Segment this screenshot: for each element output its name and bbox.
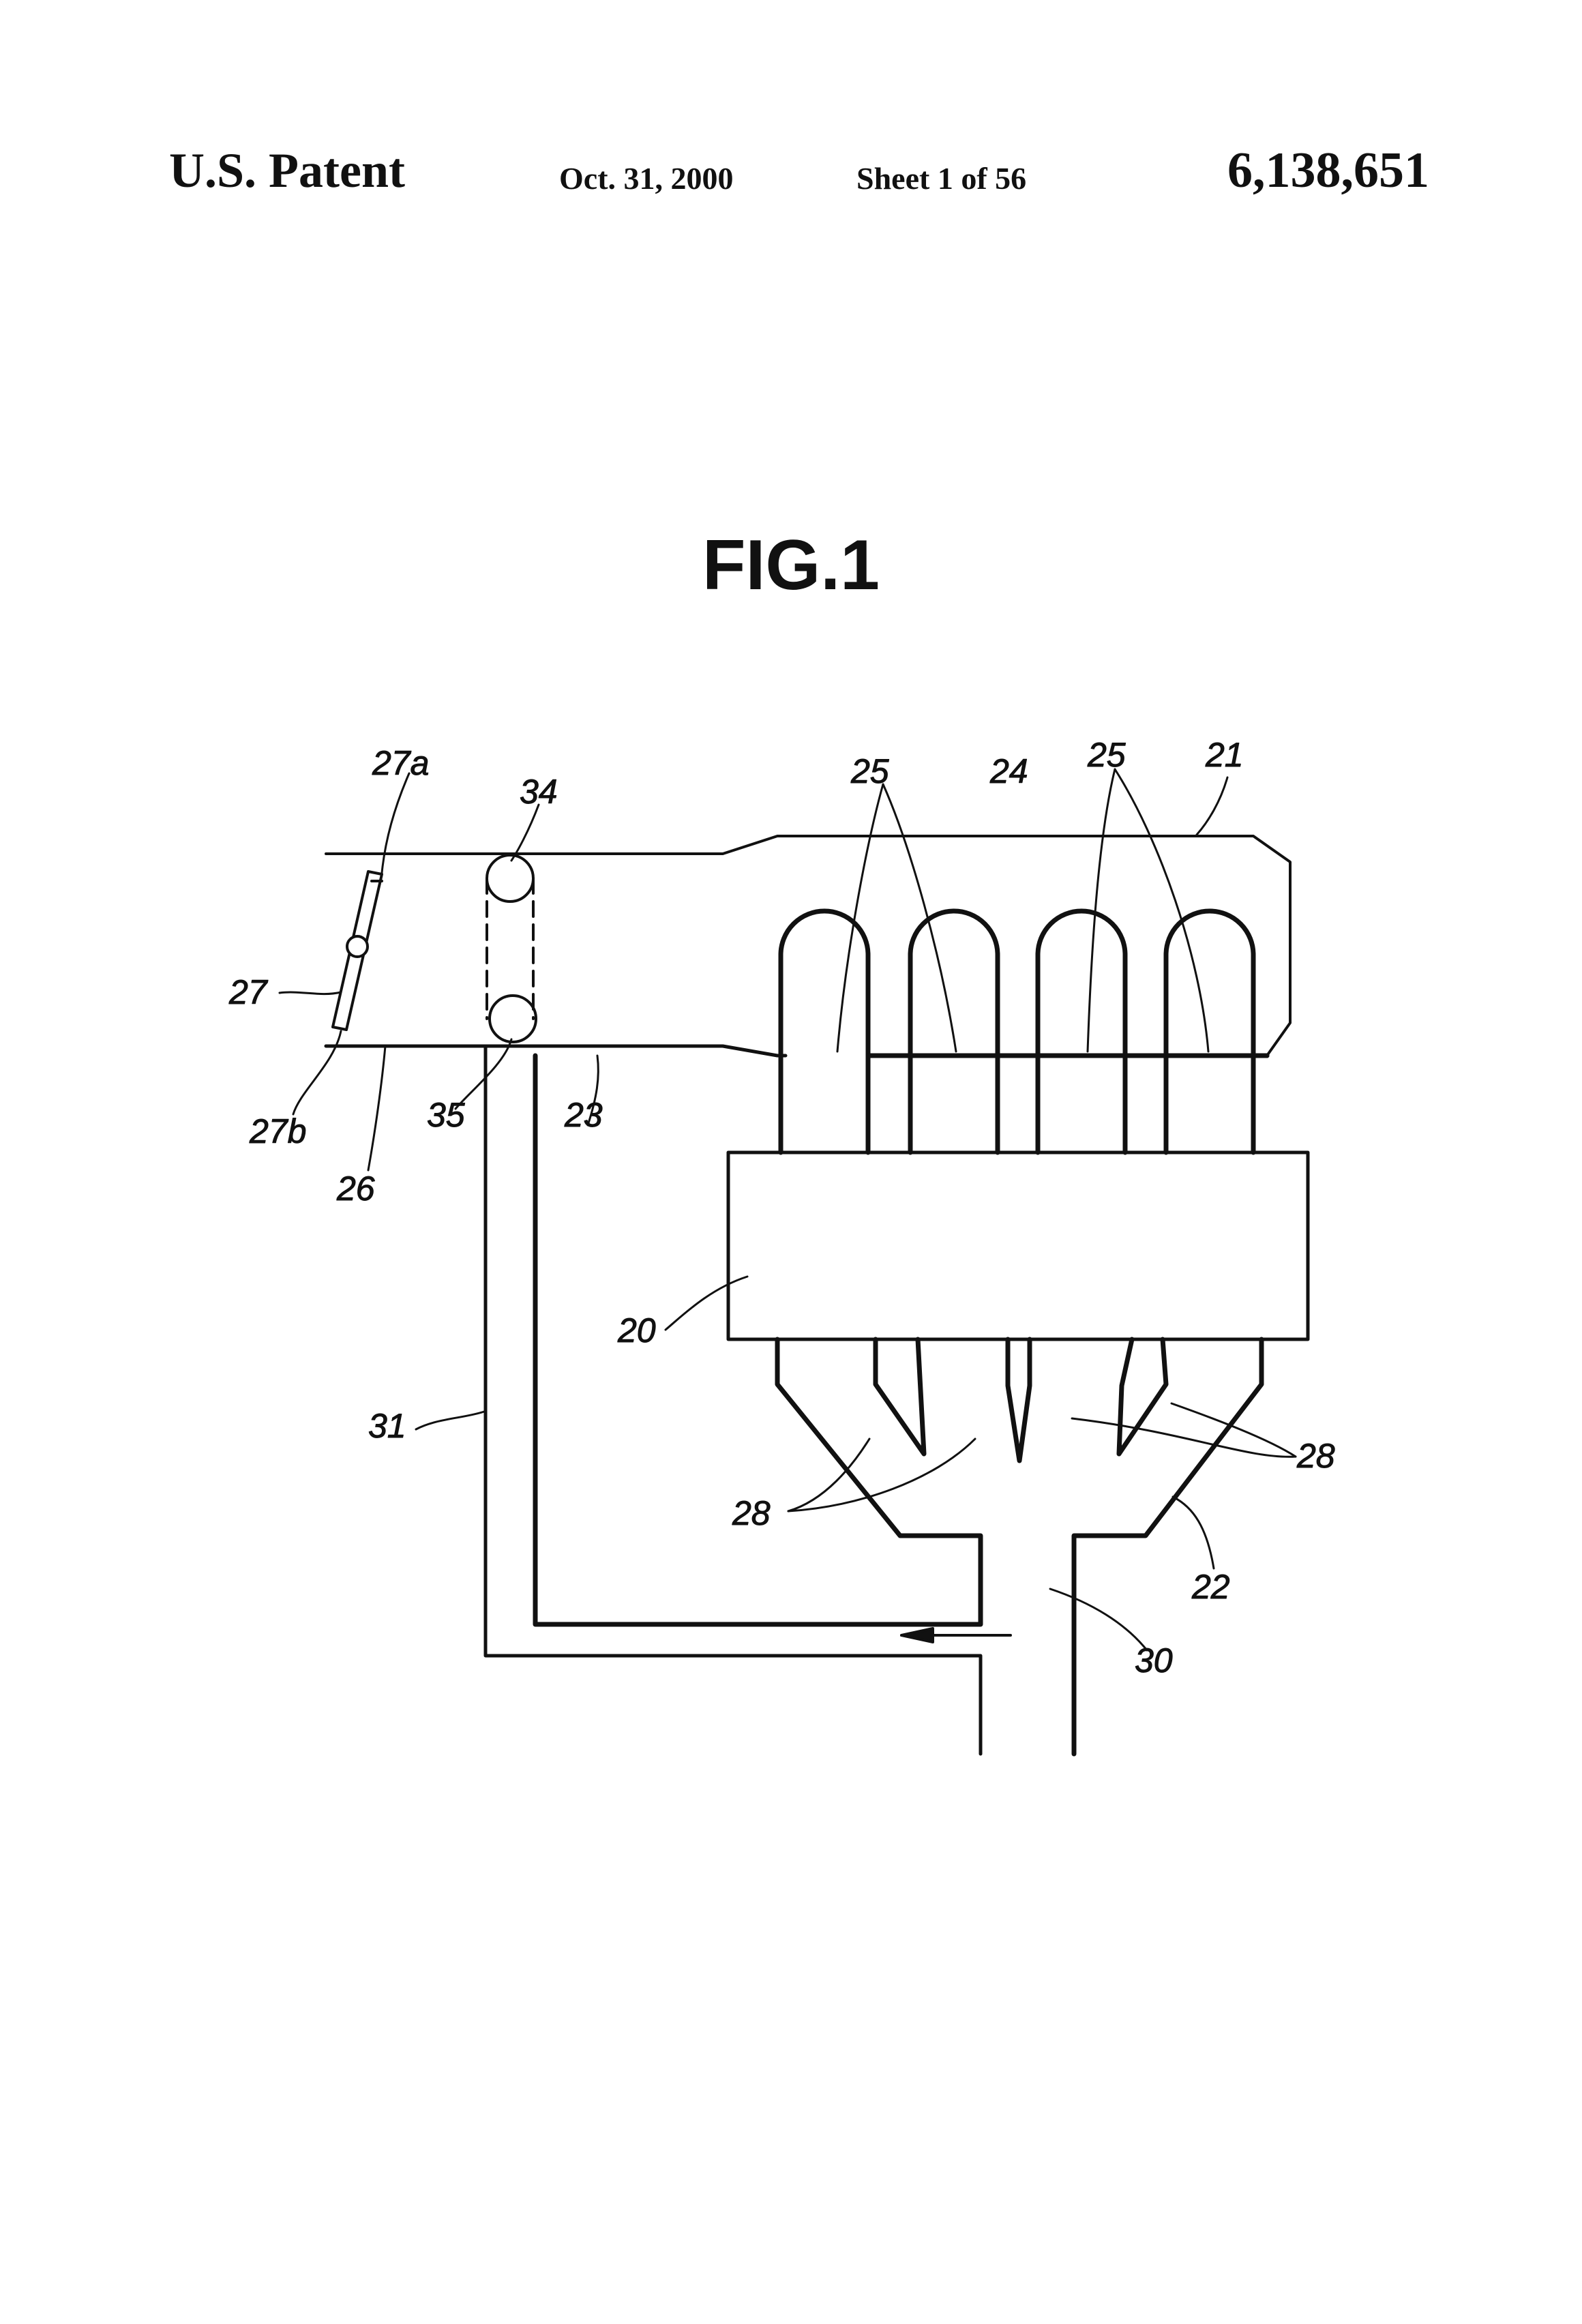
label-25-left: 25 <box>850 752 889 790</box>
label-21: 21 <box>1205 736 1244 774</box>
intake-runner-4 <box>1166 911 1253 1152</box>
intake-runner-1 <box>781 911 868 1152</box>
sensor-35 <box>490 996 536 1042</box>
intake-runners <box>781 911 1267 1152</box>
engine-block <box>728 1152 1308 1339</box>
label-30: 30 <box>1135 1641 1173 1680</box>
label-31: 31 <box>368 1407 406 1445</box>
label-24: 24 <box>989 752 1028 790</box>
sensor-34 <box>487 855 533 902</box>
intake-runner-3 <box>1038 911 1125 1152</box>
intake-passage-upper-wall <box>326 836 1290 1056</box>
label-27a: 27a <box>372 744 429 782</box>
label-20: 20 <box>617 1311 656 1350</box>
label-35: 35 <box>427 1096 465 1134</box>
label-27b: 27b <box>249 1112 306 1150</box>
label-28-right: 28 <box>1296 1437 1335 1475</box>
label-28-left: 28 <box>732 1494 771 1532</box>
exhaust-divider-2 <box>1008 1339 1030 1461</box>
intake-runner-2 <box>910 911 998 1152</box>
label-27: 27 <box>228 973 269 1011</box>
leader-lines <box>280 769 1296 1650</box>
label-25-right: 25 <box>1087 736 1126 774</box>
exhaust-divider-1 <box>876 1339 924 1454</box>
exhaust-divider-3 <box>1119 1339 1166 1454</box>
throttle-valve <box>333 872 382 1030</box>
label-26: 26 <box>336 1170 375 1208</box>
flow-arrow <box>901 1628 1011 1642</box>
intake-passage-lower-wall <box>326 1046 786 1056</box>
sensors <box>487 855 536 1042</box>
label-22: 22 <box>1191 1568 1230 1606</box>
label-23: 23 <box>564 1096 603 1134</box>
label-34: 34 <box>520 773 558 811</box>
